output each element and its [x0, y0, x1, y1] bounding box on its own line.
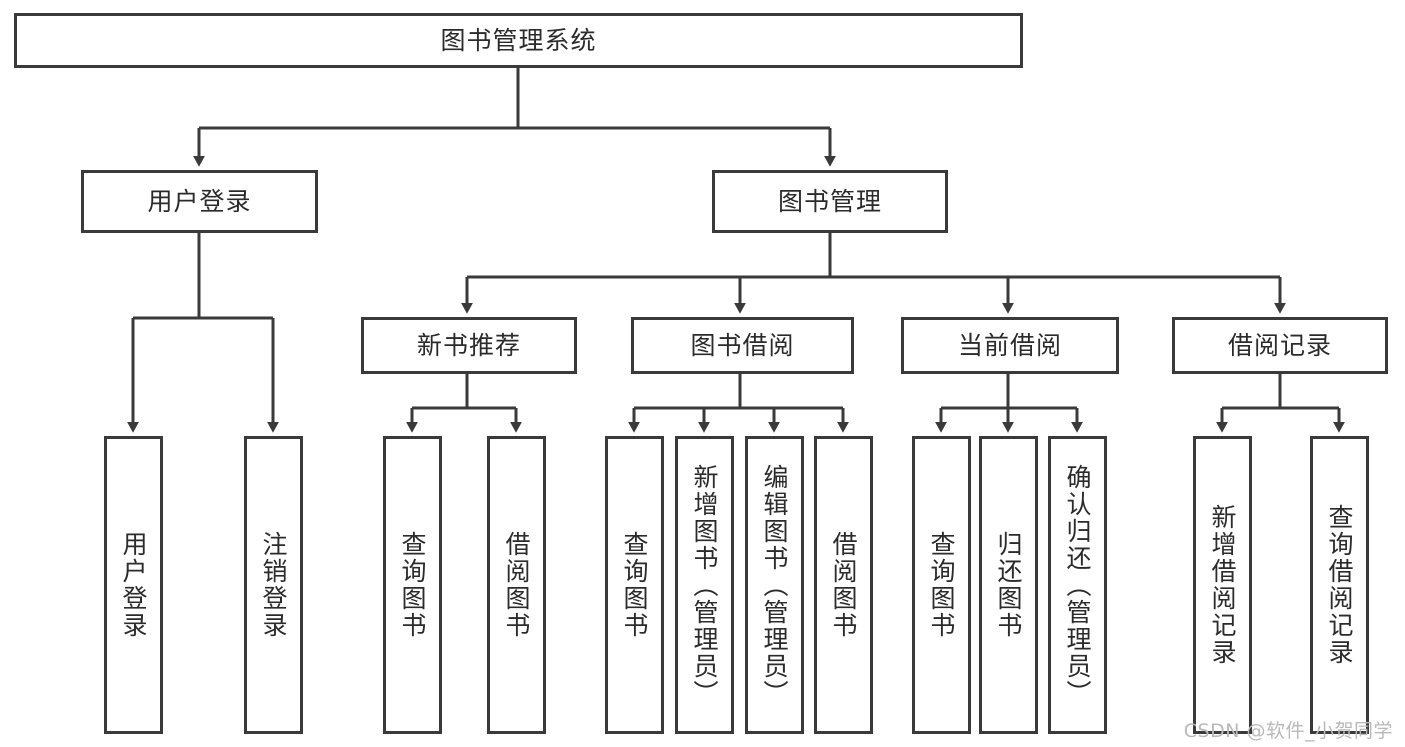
- node-borrow-record-label: 借阅记录: [1227, 330, 1332, 360]
- node-leaf-edit-book-label: 编辑图书（管理员）: [760, 463, 789, 707]
- node-leaf-return-book-label: 归还图书: [994, 531, 1023, 639]
- node-leaf-query-book-3[interactable]: 查询图书: [912, 436, 971, 734]
- node-borrow-record[interactable]: 借阅记录: [1172, 317, 1388, 374]
- node-leaf-edit-book[interactable]: 编辑图书（管理员）: [745, 436, 804, 734]
- node-user-login[interactable]: 用户登录: [81, 170, 318, 233]
- node-leaf-query-record[interactable]: 查询借阅记录: [1310, 436, 1369, 734]
- node-new-book-recommend[interactable]: 新书推荐: [361, 317, 577, 374]
- node-book-borrow[interactable]: 图书借阅: [631, 317, 854, 374]
- node-leaf-add-record[interactable]: 新增借阅记录: [1193, 436, 1252, 734]
- node-user-login-label: 用户登录: [147, 186, 252, 216]
- node-leaf-user-login[interactable]: 用户登录: [104, 436, 163, 734]
- node-leaf-borrow-book-2-label: 借阅图书: [829, 531, 858, 639]
- node-current-borrow[interactable]: 当前借阅: [901, 317, 1119, 374]
- node-leaf-add-book[interactable]: 新增图书（管理员）: [675, 436, 734, 734]
- node-root-label: 图书管理系统: [440, 25, 597, 55]
- node-leaf-logout-label: 注销登录: [259, 531, 288, 639]
- node-leaf-query-book-1-label: 查询图书: [398, 531, 427, 639]
- node-leaf-borrow-book-2[interactable]: 借阅图书: [814, 436, 873, 734]
- node-leaf-borrow-book-1-label: 借阅图书: [502, 531, 531, 639]
- node-leaf-query-book-2[interactable]: 查询图书: [605, 436, 664, 734]
- node-leaf-borrow-book-1[interactable]: 借阅图书: [487, 436, 546, 734]
- node-leaf-confirm-return-label: 确认归还（管理员）: [1063, 463, 1092, 707]
- node-book-manage[interactable]: 图书管理: [712, 170, 948, 233]
- node-leaf-return-book[interactable]: 归还图书: [979, 436, 1038, 734]
- node-leaf-query-record-label: 查询借阅记录: [1325, 504, 1354, 666]
- node-leaf-query-book-1[interactable]: 查询图书: [383, 436, 442, 734]
- node-leaf-user-login-label: 用户登录: [119, 531, 148, 639]
- node-root[interactable]: 图书管理系统: [14, 13, 1023, 68]
- node-leaf-confirm-return[interactable]: 确认归还（管理员）: [1048, 436, 1107, 734]
- node-leaf-query-book-3-label: 查询图书: [927, 531, 956, 639]
- node-book-manage-label: 图书管理: [777, 186, 882, 216]
- node-leaf-logout[interactable]: 注销登录: [244, 436, 303, 734]
- node-current-borrow-label: 当前借阅: [957, 330, 1062, 360]
- node-book-borrow-label: 图书借阅: [690, 330, 795, 360]
- node-leaf-query-book-2-label: 查询图书: [620, 531, 649, 639]
- node-leaf-add-book-label: 新增图书（管理员）: [690, 463, 719, 707]
- node-leaf-add-record-label: 新增借阅记录: [1208, 504, 1237, 666]
- node-new-book-recommend-label: 新书推荐: [416, 330, 521, 360]
